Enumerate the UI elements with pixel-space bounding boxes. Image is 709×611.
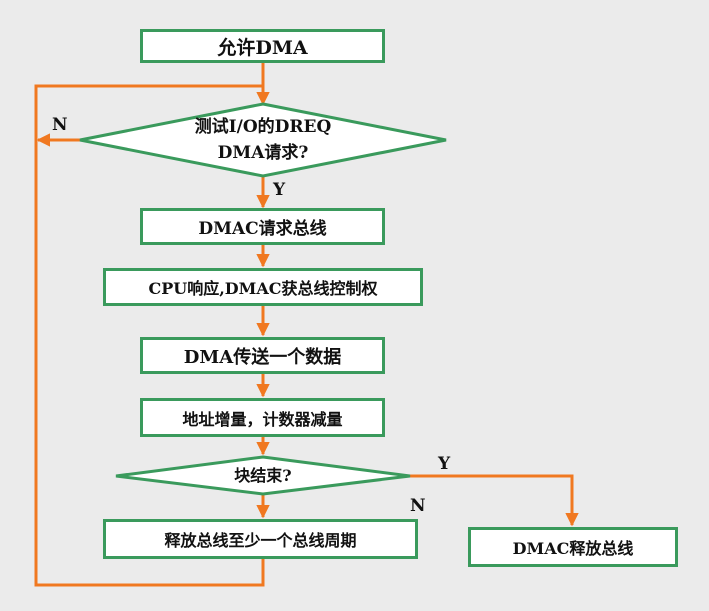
label-block-no: N <box>410 496 426 516</box>
arrow-block-end-yes <box>410 474 579 527</box>
decision-test-dreq-text: 测试I/O的DREQ DMA请求? <box>140 112 386 168</box>
box-dmac-release: DMAC释放总线 <box>468 527 678 567</box>
box-address-counter: 地址增量，计数器减量 <box>140 398 385 437</box>
loop-back-line <box>34 84 265 587</box>
test-dreq-line2: DMA请求? <box>217 143 309 163</box>
box-dmac-request-bus: DMAC请求总线 <box>140 208 385 245</box>
box-release-one-cycle-text: 释放总线至少一个总线周期 <box>164 531 357 550</box>
box-address-counter-text: 地址增量，计数器减量 <box>182 409 343 429</box>
box-dma-transfer-text: DMA传送一个数据 <box>183 346 342 368</box>
label-block-yes: Y <box>438 454 451 474</box>
label-test-no: N <box>52 115 68 135</box>
box-cpu-respond-text: CPU响应,DMAC获总线控制权 <box>148 279 378 298</box>
decision-block-end-text: 块结束? <box>190 462 336 490</box>
decision-block-end <box>115 455 411 496</box>
box-release-one-cycle: 释放总线至少一个总线周期 <box>103 519 418 559</box>
box-cpu-respond: CPU响应,DMAC获总线控制权 <box>103 268 423 306</box>
box-allow-dma: 允许DMA <box>140 29 385 63</box>
box-allow-dma-text: 允许DMA <box>217 36 308 59</box>
box-dmac-request-bus-text: DMAC请求总线 <box>198 219 327 239</box>
box-dmac-release-text: DMAC释放总线 <box>512 539 634 558</box>
decision-test-dreq <box>79 102 447 178</box>
box-dma-transfer: DMA传送一个数据 <box>140 337 385 374</box>
label-test-yes: Y <box>273 180 286 200</box>
block-end-label: 块结束? <box>234 466 292 485</box>
test-dreq-line1: 测试I/O的DREQ <box>194 117 332 137</box>
